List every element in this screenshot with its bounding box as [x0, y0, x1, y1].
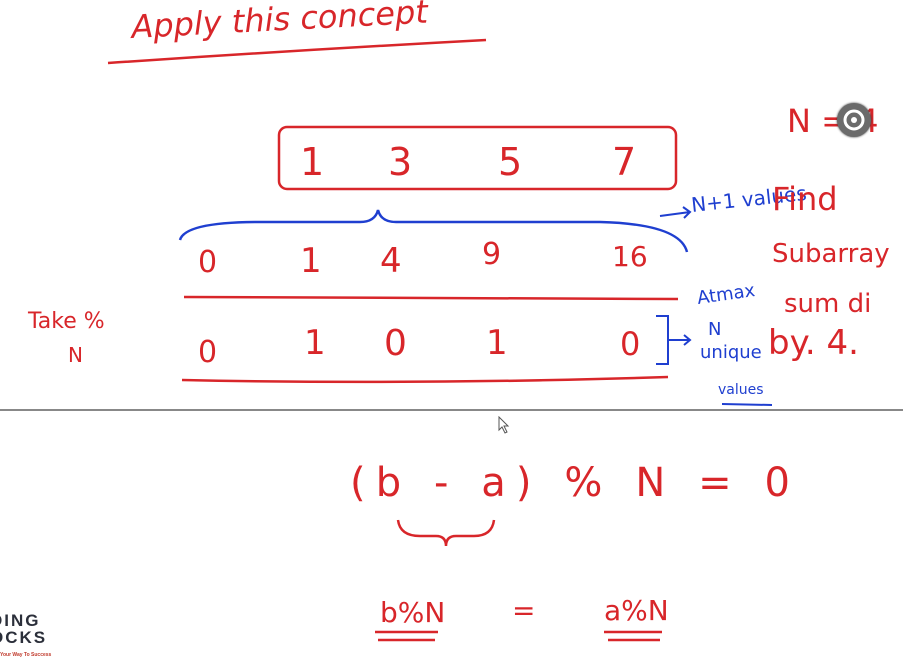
- find-text: Subarray: [772, 239, 890, 269]
- logo-line-1: DING: [0, 611, 41, 630]
- mod-value: 1: [304, 323, 326, 363]
- arrow-icon: [659, 206, 692, 219]
- row-divider: [183, 295, 679, 301]
- take-mod-label: Take %: [27, 309, 105, 334]
- mod-note-underline: [721, 403, 773, 406]
- array-value: 7: [612, 140, 636, 184]
- brand-logo: DING OCKS Your Way To Success: [0, 612, 70, 664]
- prefix-value: 9: [482, 237, 501, 272]
- double-underline: [375, 630, 438, 642]
- array-value: 5: [498, 140, 522, 184]
- equation-1: (b - a) % N = 0: [350, 460, 790, 506]
- array-box: [277, 125, 678, 191]
- row-underline: [181, 375, 669, 384]
- mod-value: 1: [486, 323, 508, 363]
- logo-line-2: OCKS: [0, 628, 48, 647]
- mod-note: N: [708, 319, 721, 340]
- equation-2-left: b%N: [380, 596, 445, 629]
- mod-value: 0: [620, 325, 640, 363]
- find-text: Find: [772, 180, 838, 218]
- prefix-value: 0: [198, 245, 217, 280]
- prefix-value: 4: [380, 241, 402, 281]
- mod-value: 0: [384, 323, 407, 364]
- prefix-brace: [178, 209, 689, 253]
- prefix-value: 16: [612, 240, 648, 273]
- title-underline: [107, 38, 487, 65]
- mod-note: values: [718, 382, 764, 398]
- mod-value: 0: [198, 335, 217, 370]
- equation-2-right: a%N: [604, 594, 669, 627]
- array-value: 3: [388, 140, 412, 184]
- equation-2-eq: =: [512, 594, 535, 627]
- settings-button[interactable]: [837, 103, 871, 137]
- gear-icon: [843, 109, 865, 131]
- mod-note: Atmax: [696, 280, 757, 309]
- array-value: 1: [300, 140, 324, 184]
- find-text: by. 4.: [768, 323, 859, 363]
- prefix-value: 1: [300, 241, 322, 281]
- logo-tagline: Your Way To Success: [0, 652, 52, 658]
- title-text: Apply this concept: [128, 0, 430, 46]
- find-text: sum di: [784, 289, 871, 319]
- mod-bracket: [656, 315, 692, 365]
- equation-brace: [396, 519, 496, 547]
- take-mod-label: N: [68, 343, 83, 367]
- mod-note: unique: [700, 342, 762, 363]
- mouse-cursor-icon: [498, 416, 510, 434]
- double-underline: [604, 630, 662, 642]
